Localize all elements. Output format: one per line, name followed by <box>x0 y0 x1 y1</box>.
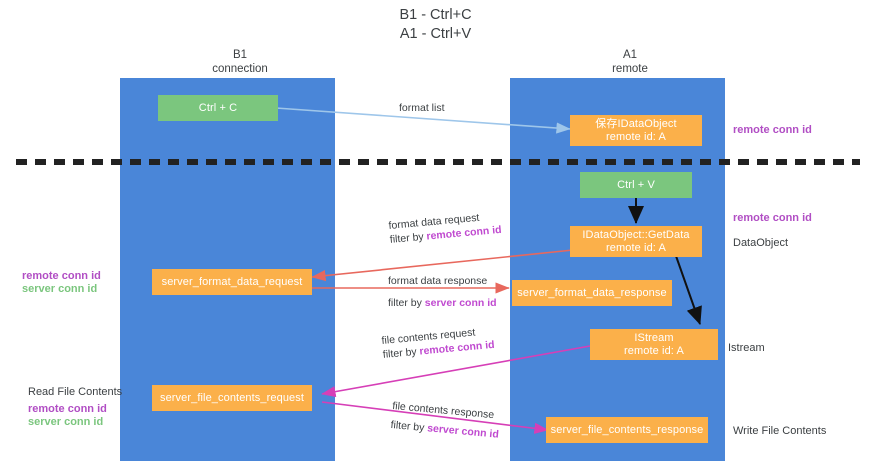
note-right-remote-conn-id-mid: remote conn id <box>733 212 812 224</box>
title-line-2: A1 - Ctrl+V <box>399 26 472 42</box>
box-server-file-contents-response[interactable]: server_file_contents_response <box>546 417 708 443</box>
note-istream: Istream <box>728 342 765 354</box>
note-left-server-conn-id-bot: server conn id <box>28 416 104 428</box>
arrow-label-format-data-response-l1: format data response <box>388 275 488 287</box>
box-save-idataobject[interactable]: 保存IDataObject remote id: A <box>570 115 702 146</box>
box-server-format-data-request-label: server_format_data_request <box>161 275 303 288</box>
box-server-format-data-request[interactable]: server_format_data_request <box>152 269 312 295</box>
page-title: B1 - Ctrl+C A1 - Ctrl+V <box>0 6 871 44</box>
box-server-format-data-response[interactable]: server_format_data_response <box>512 280 672 306</box>
arrow-label-file-contents-request: file contents request filter by remote c… <box>381 324 495 362</box>
box-idataobject-getdata-line1: IDataObject::GetData <box>582 228 690 241</box>
arrow-label-file-contents-response-l2: filter by server conn id <box>390 418 500 441</box>
column-header-a1: A1 remote <box>540 48 720 76</box>
box-server-file-contents-response-label: server_file_contents_response <box>550 423 704 436</box>
box-istream-line2: remote id: A <box>624 344 684 357</box>
box-ctrl-v-label: Ctrl + V <box>617 178 655 191</box>
note-write-file-contents: Write File Contents <box>733 425 827 437</box>
note-left-server-conn-id-mid: server conn id <box>22 283 98 295</box>
box-server-file-contents-request[interactable]: server_file_contents_request <box>152 385 312 411</box>
box-istream-line1: IStream <box>634 331 674 344</box>
column-header-b1-role: connection <box>212 63 268 75</box>
arrow-label-format-data-response-l2: filter by server conn id <box>388 297 497 309</box>
column-header-a1-role: remote <box>612 63 648 75</box>
box-idataobject-getdata[interactable]: IDataObject::GetData remote id: A <box>570 226 702 257</box>
box-ctrl-c-label: Ctrl + C <box>198 101 238 114</box>
arrow-label-file-contents-response: file contents response filter by server … <box>390 399 501 442</box>
box-istream[interactable]: IStream remote id: A <box>590 329 718 360</box>
box-idataobject-getdata-line2: remote id: A <box>606 241 666 254</box>
box-server-file-contents-request-label: server_file_contents_request <box>159 391 305 404</box>
column-header-b1-name: B1 <box>232 49 248 61</box>
box-ctrl-v[interactable]: Ctrl + V <box>580 172 692 198</box>
note-right-remote-conn-id-top: remote conn id <box>733 124 812 136</box>
column-header-a1-name: A1 <box>622 49 638 61</box>
note-left-remote-conn-id-mid: remote conn id <box>22 270 101 282</box>
box-save-idataobject-line1: 保存IDataObject <box>595 117 677 130</box>
arrow-label-format-data-request: format data request filter by remote con… <box>388 209 502 247</box>
box-server-format-data-response-label: server_format_data_response <box>517 286 667 299</box>
column-header-b1: B1 connection <box>150 48 330 76</box>
box-save-idataobject-line2: remote id: A <box>606 130 666 143</box>
note-read-file-contents: Read File Contents <box>28 386 123 398</box>
arrow-label-format-list: format list <box>399 102 445 114</box>
note-left-remote-conn-id-bot: remote conn id <box>28 403 107 415</box>
title-line-1: B1 - Ctrl+C <box>399 7 472 23</box>
arrow-label-format-data-response: format data response filter by server co… <box>388 274 497 310</box>
box-ctrl-c[interactable]: Ctrl + C <box>158 95 278 121</box>
note-dataobject: DataObject <box>733 237 789 249</box>
